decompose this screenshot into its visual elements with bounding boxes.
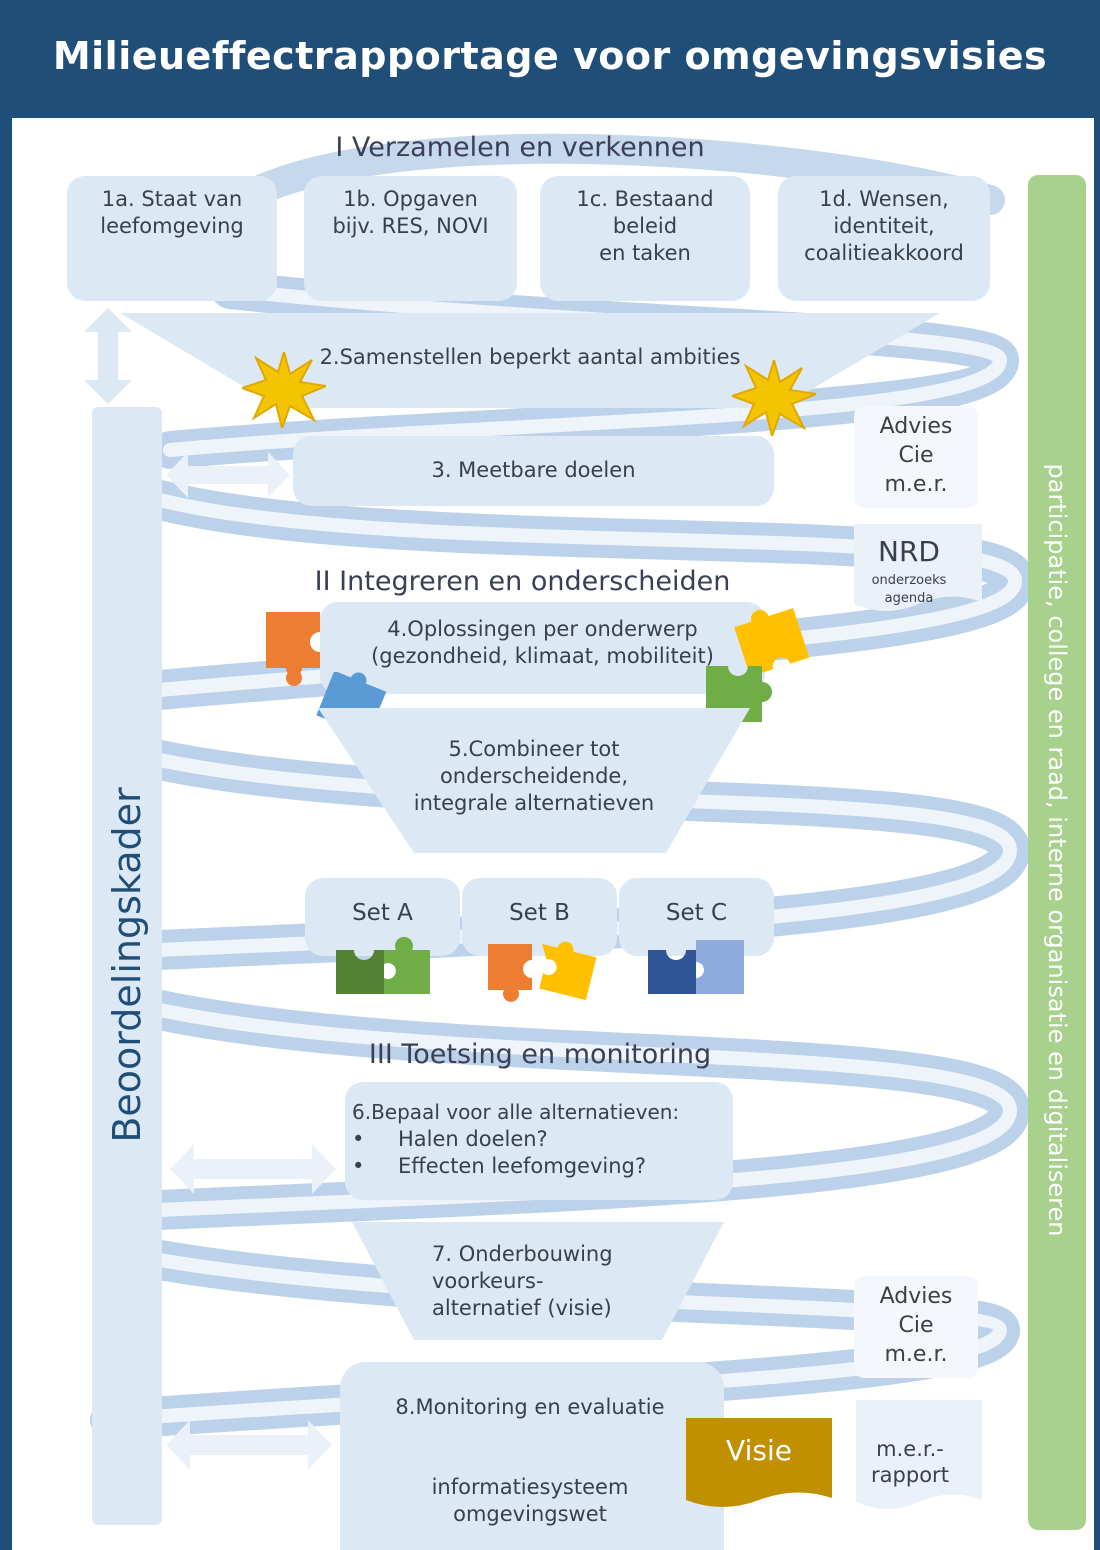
- set-c-label: Set C: [665, 900, 728, 926]
- step-5-line-2: onderscheidende,: [439, 764, 629, 788]
- step-8-box: [340, 1362, 724, 1550]
- double-arrow-step-3-icon: [166, 452, 290, 498]
- frame-border-left: [0, 118, 12, 1550]
- advies-1-line-3: m.e.r.: [884, 472, 948, 497]
- funnel-step-7: [352, 1222, 724, 1340]
- bullet-dot: •: [352, 1127, 365, 1151]
- step-7-line-3: alternatief (visie): [432, 1296, 612, 1320]
- phase-3-heading: III Toetsing en monitoring: [368, 1039, 712, 1070]
- mer-rapport-line-2: rapport: [871, 1463, 949, 1487]
- double-arrow-step-6-icon: [170, 1144, 336, 1194]
- input-1c-line-3: en taken: [599, 241, 691, 265]
- advies-cie-mer-box-1: Advies Cie m.e.r.: [854, 406, 978, 508]
- input-box-1c: 1c. Bestaand beleid en taken: [540, 176, 750, 301]
- participatie-bar: [1028, 175, 1086, 1530]
- input-1c-line-2: beleid: [612, 214, 678, 238]
- step-6-bullet-list: • Halen doelen? • Effecten leefomgeving?: [352, 1126, 646, 1180]
- mer-rapport-line-1: m.e.r.-: [876, 1437, 944, 1461]
- nrd-sub-line-1: onderzoeks: [871, 573, 947, 588]
- step-4-line-2: (gezondheid, klimaat, mobiliteit): [371, 644, 714, 668]
- input-1c-line-1: 1c. Bestaand: [576, 187, 714, 211]
- star-left-icon: [242, 352, 326, 428]
- input-1b-line-2: bijv. RES, NOVI: [332, 214, 489, 238]
- advies-1-line-2: Cie: [898, 443, 934, 468]
- input-box-1b: 1b. Opgaven bijv. RES, NOVI: [304, 176, 517, 301]
- participatie-label: participatie, college en raad, interne o…: [1043, 463, 1071, 1237]
- puzzle-yellow-icon: [734, 608, 810, 677]
- visie-label: Visie: [726, 1434, 792, 1467]
- phase-2-heading: II Integreren en onderscheiden: [314, 566, 731, 597]
- mer-rapport-document-shape: [856, 1400, 982, 1509]
- funnel-step-5: [318, 708, 750, 853]
- step-6-box: [345, 1082, 733, 1200]
- phase-1-heading: I Verzamelen en verkennen: [335, 132, 705, 163]
- set-a-box: Set A: [305, 878, 460, 956]
- beoordelingskader-bar: [92, 407, 162, 1525]
- set-b-puzzle-icon: [488, 941, 597, 1002]
- set-a-puzzle-icon: [336, 936, 430, 994]
- nrd-title: NRD: [878, 535, 940, 568]
- step-8-sub-line-1: informatiesysteem: [431, 1475, 629, 1499]
- set-b-box: Set B: [462, 878, 617, 956]
- diagram-title: Milieueffectrapportage voor omgevingsvis…: [52, 34, 1048, 78]
- step-6-bullet-1: Halen doelen?: [398, 1127, 548, 1151]
- step-7-line-2: voorkeurs-: [432, 1269, 544, 1293]
- set-c-puzzle-icon: [648, 940, 744, 994]
- step-5-line-1: 5.Combineer tot: [448, 737, 620, 761]
- input-1d-line-2: identiteit,: [833, 214, 935, 238]
- advies-2-line-2: Cie: [898, 1313, 934, 1338]
- step-4-line-1: 4.Oplossingen per onderwerp: [387, 617, 698, 641]
- visie-document-shape: [686, 1418, 832, 1507]
- step-4-box: 4.Oplossingen per onderwerp (gezondheid,…: [320, 602, 765, 694]
- frame-border-right: [1094, 118, 1100, 1550]
- input-box-1d: 1d. Wensen, identiteit, coalitieakkoord: [778, 176, 990, 301]
- double-arrow-vertical-icon: [84, 308, 132, 404]
- step-5-line-3: integrale alternatieven: [413, 791, 655, 815]
- step-8-sub-line-2: omgevingswet: [453, 1502, 607, 1526]
- input-1d-line-3: coalitieakkoord: [804, 241, 964, 265]
- advies-2-line-1: Advies: [879, 1284, 953, 1309]
- input-1a-line-1: 1a. Staat van: [101, 187, 243, 211]
- input-1b-line-1: 1b. Opgaven: [343, 187, 478, 211]
- set-a-label: Set A: [352, 900, 413, 926]
- set-b-label: Set B: [509, 900, 570, 926]
- bullet-dot: •: [352, 1154, 365, 1178]
- step-3-label: 3. Meetbare doelen: [431, 458, 636, 482]
- input-1a-line-2: leefomgeving: [100, 214, 244, 238]
- nrd-document-shape: [854, 524, 982, 611]
- star-right-icon: [732, 360, 816, 436]
- advies-cie-mer-box-2: Advies Cie m.e.r.: [854, 1276, 978, 1378]
- advies-2-line-3: m.e.r.: [884, 1342, 948, 1367]
- input-box-1a: 1a. Staat van leefomgeving: [67, 176, 277, 301]
- header-bar: [0, 0, 1100, 118]
- nrd-sub-line-2: agenda: [884, 591, 934, 606]
- step-8-heading: 8.Monitoring en evaluatie: [395, 1395, 665, 1419]
- step-6-bullet-item: • Effecten leefomgeving?: [352, 1153, 646, 1180]
- beoordelingskader-label: Beoordelingskader: [105, 787, 149, 1143]
- step-6-heading: 6.Bepaal voor alle alternatieven:: [352, 1100, 680, 1124]
- step-2-label: 2.Samenstellen beperkt aantal ambities: [319, 345, 741, 369]
- step-7-line-1: 7. Onderbouwing: [432, 1242, 613, 1266]
- input-1d-line-1: 1d. Wensen,: [819, 187, 949, 211]
- step-3-box: 3. Meetbare doelen: [293, 436, 774, 506]
- funnel-step-2: [120, 313, 940, 408]
- step-6-bullet-2: Effecten leefomgeving?: [398, 1154, 647, 1178]
- step-6-bullet-item: • Halen doelen?: [352, 1126, 646, 1153]
- advies-1-line-1: Advies: [879, 414, 953, 439]
- puzzle-orange-icon: [266, 612, 320, 686]
- double-arrow-step-8-icon: [166, 1420, 332, 1470]
